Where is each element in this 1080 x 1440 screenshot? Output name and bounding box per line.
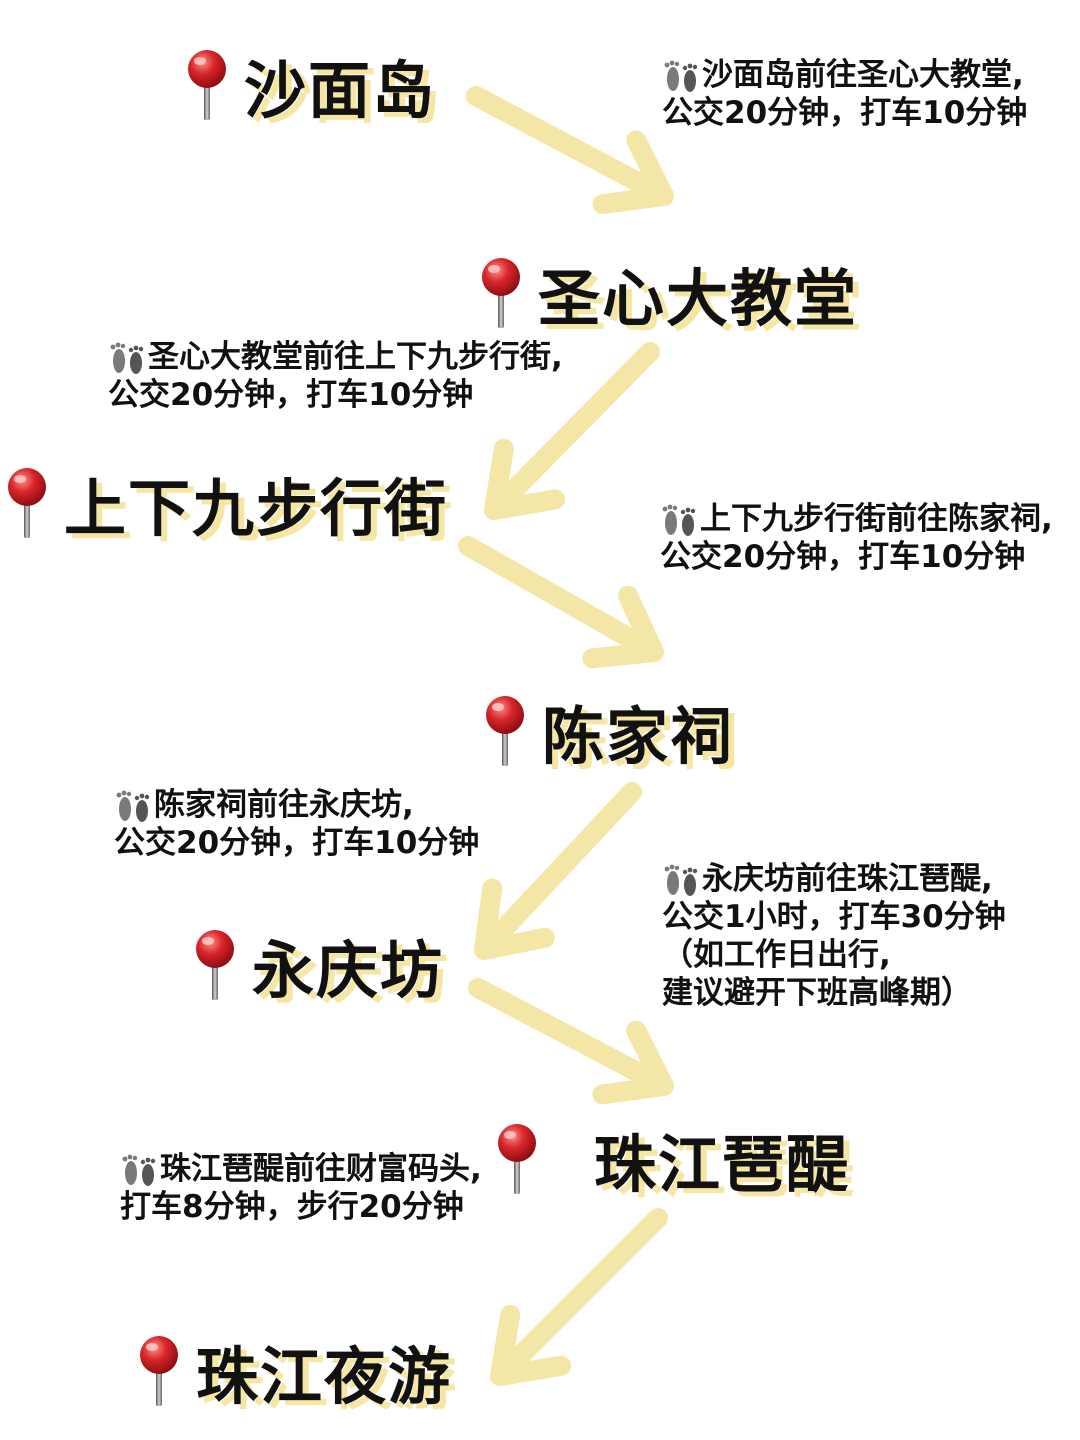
round-pushpin-icon bbox=[486, 696, 524, 766]
stop-yongqingfang: 永庆坊 bbox=[192, 920, 444, 1010]
stop-name: 陈家祠 bbox=[542, 700, 735, 773]
round-pushpin-icon bbox=[196, 930, 234, 1000]
transit-note-6: 珠江琶醍前往财富码头, 打车8分钟，步行20分钟 bbox=[120, 1150, 482, 1226]
stop-pearl-river-party-pier: 珠江琶醍 bbox=[494, 1114, 850, 1204]
transit-note-line: 永庆坊前往珠江琶醍, bbox=[702, 861, 993, 897]
transit-note-2: 圣心大教堂前往上下九步行街, 公交20分钟，打车10分钟 bbox=[108, 338, 563, 414]
transit-note-1: 沙面岛前往圣心大教堂, 公交20分钟，打车10分钟 bbox=[662, 56, 1027, 132]
transit-note-line: 建议避开下班高峰期） bbox=[662, 975, 972, 1011]
footprints-icon bbox=[664, 60, 698, 92]
transit-note-line: 公交20分钟，打车10分钟 bbox=[660, 539, 1026, 575]
transit-note-line: 上下九步行街前往陈家祠, bbox=[700, 501, 1053, 537]
transit-note-line: 圣心大教堂前往上下九步行街, bbox=[148, 339, 563, 375]
stop-pearl-river-night-cruise: 珠江夜游 bbox=[136, 1326, 452, 1416]
transit-note-3: 上下九步行街前往陈家祠, 公交20分钟，打车10分钟 bbox=[660, 500, 1053, 576]
stop-name: 珠江琶醍 bbox=[594, 1128, 851, 1201]
transit-note-5: 永庆坊前往珠江琶醍, 公交1小时，打车30分钟 （如工作日出行, 建议避开下班高… bbox=[662, 860, 1006, 1012]
transit-note-line: 公交20分钟，打车10分钟 bbox=[108, 377, 474, 413]
stop-shamian-island: 沙面岛 bbox=[184, 40, 436, 130]
stop-chen-clan-ancestral-hall: 陈家祠 bbox=[482, 686, 734, 776]
stop-name: 圣心大教堂 bbox=[538, 262, 859, 335]
round-pushpin-icon bbox=[140, 1336, 178, 1406]
route-arrow-5 bbox=[468, 978, 674, 1105]
stop-name: 永庆坊 bbox=[252, 934, 445, 1007]
transit-note-line: 公交20分钟，打车10分钟 bbox=[662, 95, 1028, 131]
transit-note-4: 陈家祠前往永庆坊, 公交20分钟，打车10分钟 bbox=[114, 786, 479, 862]
footprints-icon bbox=[110, 342, 144, 374]
round-pushpin-icon bbox=[482, 258, 520, 328]
stop-sacred-heart-cathedral: 圣心大教堂 bbox=[478, 248, 858, 338]
footprints-icon bbox=[116, 790, 150, 822]
round-pushpin-icon bbox=[8, 468, 46, 538]
transit-note-line: 沙面岛前往圣心大教堂, bbox=[702, 57, 1024, 93]
route-arrow-1 bbox=[466, 86, 674, 215]
transit-note-line: 公交1小时，打车30分钟 bbox=[662, 899, 1006, 935]
route-arrow-3 bbox=[458, 536, 664, 669]
stop-name: 珠江夜游 bbox=[196, 1340, 453, 1413]
transit-note-line: 陈家祠前往永庆坊, bbox=[154, 787, 414, 823]
stop-name: 沙面岛 bbox=[244, 54, 437, 127]
stop-name: 上下九步行街 bbox=[64, 472, 449, 545]
footprints-icon bbox=[122, 1154, 156, 1186]
round-pushpin-icon bbox=[188, 50, 226, 120]
transit-note-line: 打车8分钟，步行20分钟 bbox=[120, 1189, 464, 1225]
transit-note-line: （如工作日出行, bbox=[662, 937, 891, 973]
footprints-icon bbox=[662, 504, 696, 536]
footprints-icon bbox=[664, 864, 698, 896]
round-pushpin-icon bbox=[498, 1124, 536, 1194]
route-arrow-2 bbox=[484, 342, 660, 520]
transit-note-line: 珠江琶醍前往财富码头, bbox=[160, 1151, 482, 1187]
transit-note-line: 公交20分钟，打车10分钟 bbox=[114, 825, 480, 861]
route-arrow-6 bbox=[490, 1208, 668, 1386]
stop-shangxiajiu-street: 上下九步行街 bbox=[4, 458, 448, 548]
route-arrow-4 bbox=[474, 782, 642, 960]
